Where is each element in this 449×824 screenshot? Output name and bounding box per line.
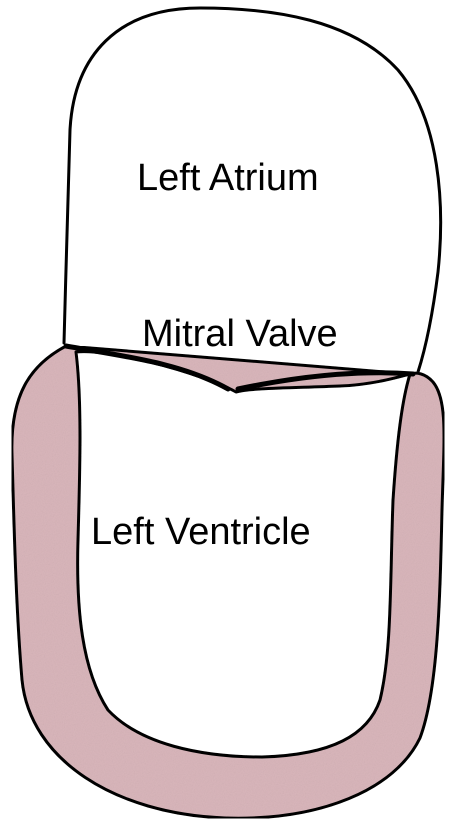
label-mitral-valve: Mitral Valve — [142, 313, 338, 355]
label-left-ventricle: Left Ventricle — [91, 511, 311, 553]
left-ventricle-wall — [12, 346, 444, 818]
label-left-atrium: Left Atrium — [137, 157, 319, 199]
